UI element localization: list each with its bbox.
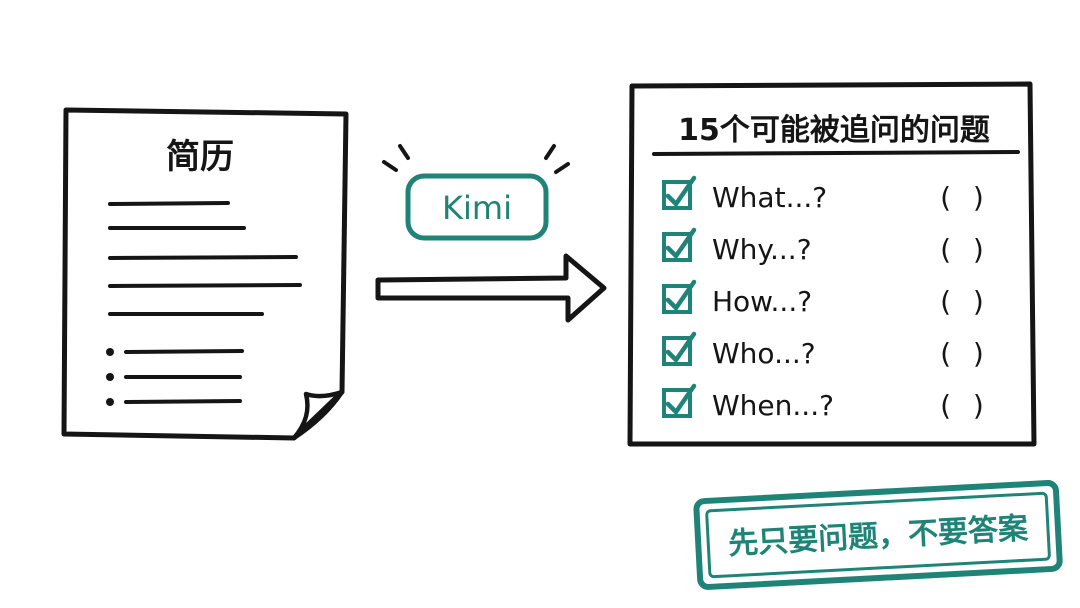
checklist-row: Why...? ( ) — [662, 227, 988, 266]
question-text: How...? — [712, 285, 812, 318]
check-mark-icon — [665, 175, 697, 207]
question-text: What...? — [712, 181, 827, 214]
bullet-icon — [106, 348, 114, 356]
check-mark-icon — [665, 383, 697, 415]
sparkle-icon — [544, 144, 556, 160]
question-text: When...? — [712, 389, 834, 422]
answer-blank: ( ) — [937, 181, 988, 214]
answer-blank: ( ) — [937, 233, 988, 266]
checkbox-checked-icon — [662, 180, 692, 210]
checkbox-checked-icon — [662, 284, 692, 314]
question-text: Who...? — [712, 337, 816, 370]
check-mark-icon — [665, 331, 697, 363]
answer-blank: ( ) — [937, 285, 988, 318]
arrow-right-icon — [375, 253, 607, 323]
resume-page-outline — [61, 107, 349, 441]
stamp: 先只要问题，不要答案 — [693, 480, 1063, 590]
kimi-badge: Kimi — [382, 144, 570, 241]
resume-bullet-line — [124, 399, 242, 404]
sparkle-icon — [398, 144, 410, 160]
checklist-row: What...? ( ) — [662, 175, 988, 214]
resume-text-line — [108, 283, 302, 288]
checklist-title: 15个可能被追问的问题 — [678, 113, 990, 148]
sparkle-icon — [382, 160, 398, 172]
stamp-text: 先只要问题，不要答案 — [727, 511, 1029, 562]
stamp-inner-border — [705, 491, 1051, 579]
checkbox-checked-icon — [662, 232, 692, 262]
answer-blank: ( ) — [937, 389, 988, 422]
bullet-icon — [106, 398, 114, 406]
checklist-title-underline — [652, 150, 1020, 156]
resume-document: 简历 — [61, 107, 349, 441]
checklist-frame — [627, 81, 1037, 447]
check-mark-icon — [665, 279, 697, 311]
kimi-badge-frame — [405, 173, 549, 241]
resume-folded-corner — [291, 389, 345, 441]
resume-bullet-line — [124, 349, 244, 354]
answer-blank: ( ) — [937, 337, 988, 370]
question-checklist: 15个可能被追问的问题 What...?( )Why...?( )How...?… — [627, 81, 1037, 447]
checkbox-checked-icon — [662, 388, 692, 418]
sparkle-icon — [554, 162, 570, 174]
resume-text-line — [108, 255, 298, 260]
checklist-row: Who...? ( ) — [662, 331, 988, 370]
bullet-icon — [106, 373, 114, 381]
stamp-outer-border — [693, 480, 1063, 590]
check-mark-icon — [665, 227, 697, 259]
resume-title: 简历 — [166, 137, 234, 177]
question-text: Why...? — [712, 233, 812, 266]
resume-text-line — [108, 201, 230, 206]
checklist-row: How...? ( ) — [662, 279, 988, 318]
checkbox-checked-icon — [662, 336, 692, 366]
checklist-row: When...? ( ) — [662, 383, 988, 422]
kimi-label: Kimi — [442, 189, 512, 227]
